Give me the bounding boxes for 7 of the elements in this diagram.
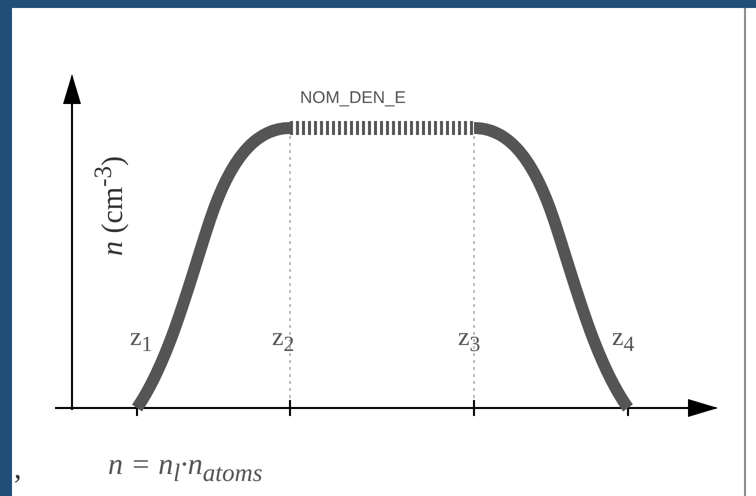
curve-label: NOM_DEN_E <box>300 88 406 108</box>
position-label: z$_{4}$ <box>612 322 634 358</box>
punctuation-mark: , <box>14 452 22 486</box>
position-label: z$_{1}$ <box>130 322 152 358</box>
position-label: z$_{3}$ <box>458 322 480 358</box>
formula-text: n = n$_{l}$·n$_{atoms}$ <box>108 448 262 488</box>
position-label: z$_{2}$ <box>272 322 294 358</box>
